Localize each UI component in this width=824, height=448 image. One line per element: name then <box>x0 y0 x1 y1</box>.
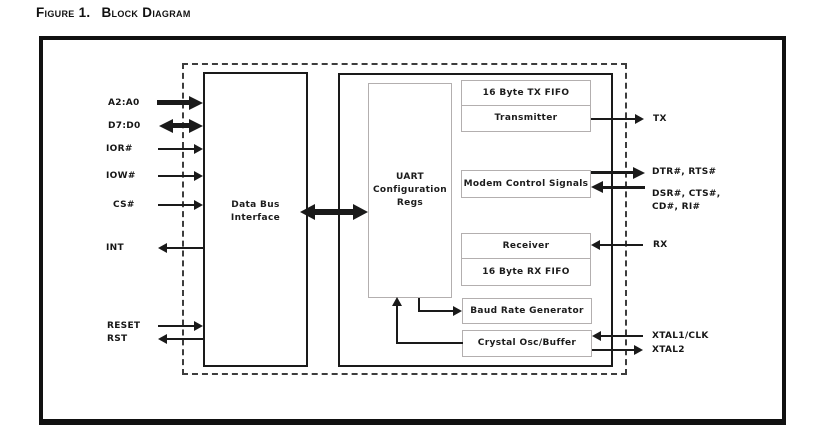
arrow-shaft <box>158 325 195 327</box>
pin-label-a2a0: A2:A0 <box>108 98 140 108</box>
modem-control-block: Modem Control Signals <box>461 170 591 198</box>
rx-fifo-label: 16 Byte RX FIFO <box>482 266 570 277</box>
arrowhead-left <box>158 334 167 344</box>
receiver-block: Receiver <box>461 233 591 259</box>
connector-vertical <box>418 298 420 312</box>
pin-label-xtal2: XTAL2 <box>652 345 685 355</box>
arrow-shaft <box>600 244 643 246</box>
arrowhead-up <box>392 297 402 306</box>
arrow-shaft <box>171 123 191 128</box>
transmitter-label: Transmitter <box>494 113 558 123</box>
arrowhead-right <box>453 306 462 316</box>
arrowhead-right <box>194 144 203 154</box>
arrowhead-left <box>300 204 315 220</box>
pin-label-dtr-rts: DTR#, RTS# <box>652 167 717 177</box>
arrowhead-left <box>592 331 601 341</box>
arrow-shaft <box>314 209 354 215</box>
pin-label-reset: RESET <box>107 321 141 331</box>
arrowhead-left <box>591 240 600 250</box>
connector-horizontal <box>397 342 463 344</box>
arrow-shaft <box>601 335 643 337</box>
arrow-shaft <box>602 186 645 189</box>
pin-label-ior: IOR# <box>106 144 133 154</box>
arrowhead-right <box>189 96 203 110</box>
pin-label-int: INT <box>106 243 124 253</box>
connector-horizontal <box>418 310 454 312</box>
uart-config-regs-label: UART Configuration Regs <box>372 172 448 208</box>
arrow-shaft <box>592 349 635 351</box>
arrowhead-right <box>634 345 643 355</box>
baud-rate-generator-label: Baud Rate Generator <box>470 305 584 316</box>
pin-label-iow: IOW# <box>106 171 136 181</box>
pin-label-xtal1: XTAL1/CLK <box>652 331 709 341</box>
tx-fifo-label: 16 Byte TX FIFO <box>482 87 570 98</box>
arrowhead-right <box>194 200 203 210</box>
receiver-label: Receiver <box>502 240 550 251</box>
rx-fifo-block: 16 Byte RX FIFO <box>461 258 591 286</box>
pin-label-cs: CS# <box>113 200 135 210</box>
crystal-osc-block: Crystal Osc/Buffer <box>462 330 592 357</box>
arrowhead-right <box>189 119 203 133</box>
pin-label-dsr-cts: DSR#, CTS#, <box>652 189 721 199</box>
pin-label-rx: RX <box>653 240 668 250</box>
arrow-shaft <box>167 338 203 340</box>
arrow-shaft <box>157 100 191 105</box>
crystal-osc-label: Crystal Osc/Buffer <box>477 338 577 348</box>
arrowhead-right <box>633 167 645 179</box>
arrowhead-right <box>194 321 203 331</box>
arrowhead-left <box>591 181 603 193</box>
modem-control-label: Modem Control Signals <box>463 178 589 189</box>
arrowhead-right <box>353 204 368 220</box>
arrow-shaft <box>167 247 203 249</box>
pin-label-rst: RST <box>107 334 128 344</box>
arrowhead-right <box>635 114 644 124</box>
arrow-shaft <box>158 175 195 177</box>
baud-rate-generator-block: Baud Rate Generator <box>462 298 592 324</box>
connector-vertical <box>396 305 398 344</box>
chip-dashed-boundary <box>182 63 627 375</box>
arrowhead-left <box>158 243 167 253</box>
arrow-shaft <box>591 118 635 120</box>
pin-label-tx: TX <box>653 114 667 124</box>
pin-label-cd-ri: CD#, RI# <box>652 202 701 212</box>
arrow-shaft <box>158 204 195 206</box>
uart-config-regs-block: UART Configuration Regs <box>368 83 452 298</box>
pin-label-d7d0: D7:D0 <box>108 121 141 131</box>
arrow-shaft <box>591 171 634 174</box>
data-bus-interface-block: Data Bus Interface <box>203 72 308 367</box>
arrowhead-right <box>194 171 203 181</box>
arrowhead-left <box>159 119 173 133</box>
transmitter-block: Transmitter <box>461 105 591 132</box>
figure-caption: Figure 1. Block Diagram <box>36 5 191 20</box>
data-bus-interface-label: Data Bus Interface <box>230 200 281 223</box>
arrow-shaft <box>158 148 195 150</box>
figure-title: Block Diagram <box>101 5 191 20</box>
tx-fifo-block: 16 Byte TX FIFO <box>461 80 591 106</box>
figure-number: Figure 1. <box>36 5 91 20</box>
